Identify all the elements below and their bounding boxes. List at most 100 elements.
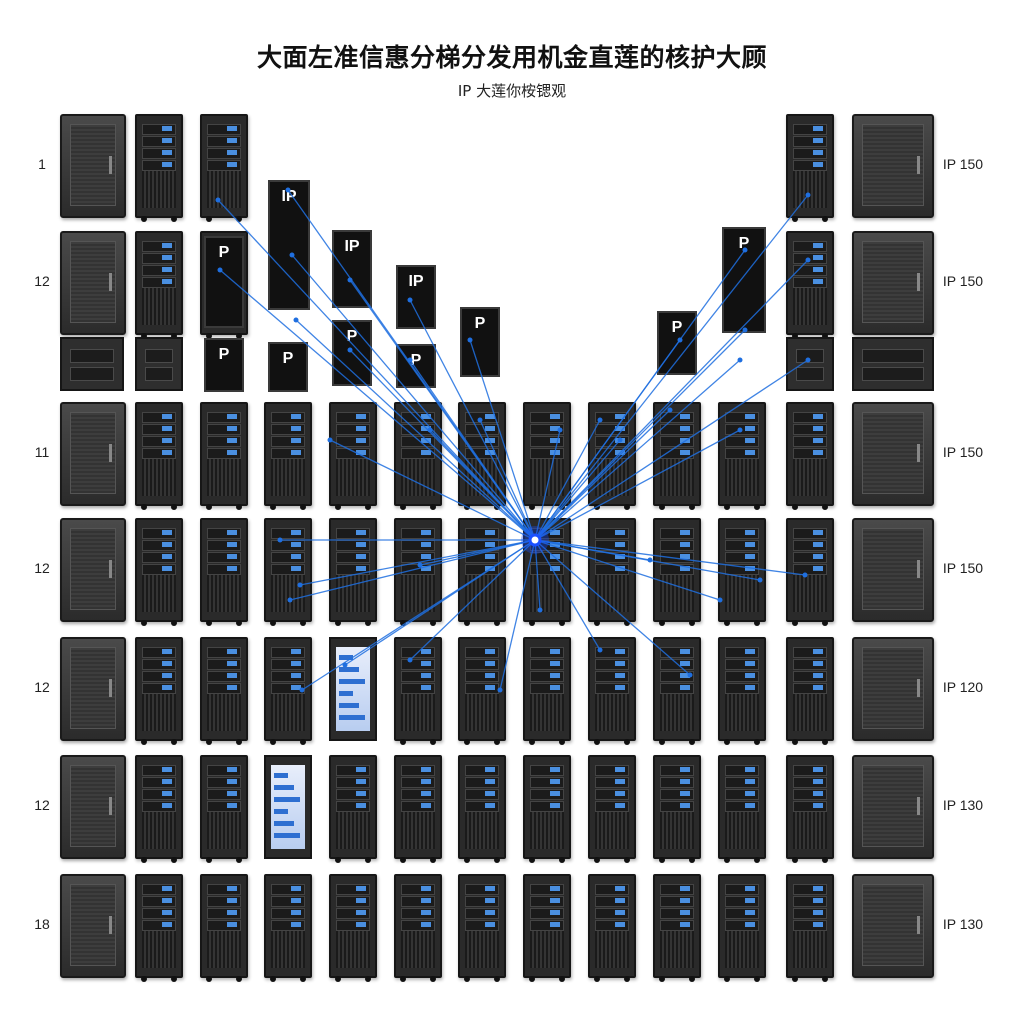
status-led [356,438,366,443]
status-led [162,673,172,678]
caster [464,620,470,626]
status-led [680,922,690,927]
vent-grill [530,459,564,496]
status-led [680,779,690,784]
caster [624,504,630,510]
status-led [550,542,560,547]
drive-bay [142,659,176,670]
status-led [813,779,823,784]
network-link [349,349,536,541]
status-led [745,530,755,535]
status-led [485,910,495,915]
drive-bay [793,884,827,895]
server-rack [588,637,636,745]
ip-card-label: P [738,235,750,252]
ip-card-label: P [671,319,683,336]
status-led [356,779,366,784]
status-led [162,661,172,666]
status-led [356,922,366,927]
vent-grill [207,812,241,849]
caster [529,620,535,626]
caster [141,333,147,339]
status-led [813,791,823,796]
caster [400,976,406,982]
server-rack [458,402,506,510]
caster [594,976,600,982]
status-led [745,554,755,559]
status-led [162,426,172,431]
door-handle [917,679,920,697]
vent-grill [660,459,694,496]
status-led [680,898,690,903]
caster [206,857,212,863]
status-led [485,673,495,678]
status-led [421,530,431,535]
drive-bay [595,683,629,694]
caster [335,620,341,626]
drive-bay [530,884,564,895]
caster [300,976,306,982]
caster [754,739,760,745]
drive-bay [207,777,241,788]
vent-grill [207,575,241,612]
drive-bay [142,552,176,563]
status-led [813,162,823,167]
caster [594,504,600,510]
server-rack [523,874,571,982]
server-rack [329,755,377,863]
status-led [485,779,495,784]
status-led [485,554,495,559]
status-led [680,426,690,431]
server-rack [588,518,636,626]
status-led [813,685,823,690]
drive-bay [142,671,176,682]
status-led [291,649,301,654]
drive-bay [530,765,564,776]
drive-bay [465,920,499,931]
drive-bay [142,789,176,800]
caster [754,976,760,982]
drive-bay [793,801,827,812]
drive-bay [530,801,564,812]
vent-grill [793,459,827,496]
server-rack [458,637,506,745]
row-label: 18 [34,916,50,932]
status-led [162,243,172,248]
server-rack [394,755,442,863]
caster [754,620,760,626]
status-led [813,649,823,654]
vent-grill [530,812,564,849]
drive-slot [862,367,924,381]
server-rack [786,114,834,222]
caster [464,976,470,982]
cabinet-rack [60,231,126,335]
status-led [421,450,431,455]
door-handle [109,560,112,578]
drive-bay [142,920,176,931]
status-led [813,673,823,678]
drive-bay [793,683,827,694]
drive-bay [465,801,499,812]
door-handle [109,444,112,462]
drive-bay [142,908,176,919]
vent-grill [660,575,694,612]
drive-bay [207,160,241,171]
cabinet-rack [852,114,934,218]
screen-bar [274,785,294,790]
vent-grill [660,812,694,849]
drive-bay [530,777,564,788]
status-led [745,542,755,547]
caster [171,333,177,339]
status-led [485,649,495,654]
ip-card: P [332,320,372,386]
link-endpoint [737,357,743,363]
drive-bay [142,436,176,447]
caster [659,620,665,626]
caster [792,976,798,982]
status-led [356,426,366,431]
drive-bay [401,789,435,800]
status-led [162,279,172,284]
status-led [680,649,690,654]
status-led [421,803,431,808]
ip-label: IP 150 [942,156,984,172]
